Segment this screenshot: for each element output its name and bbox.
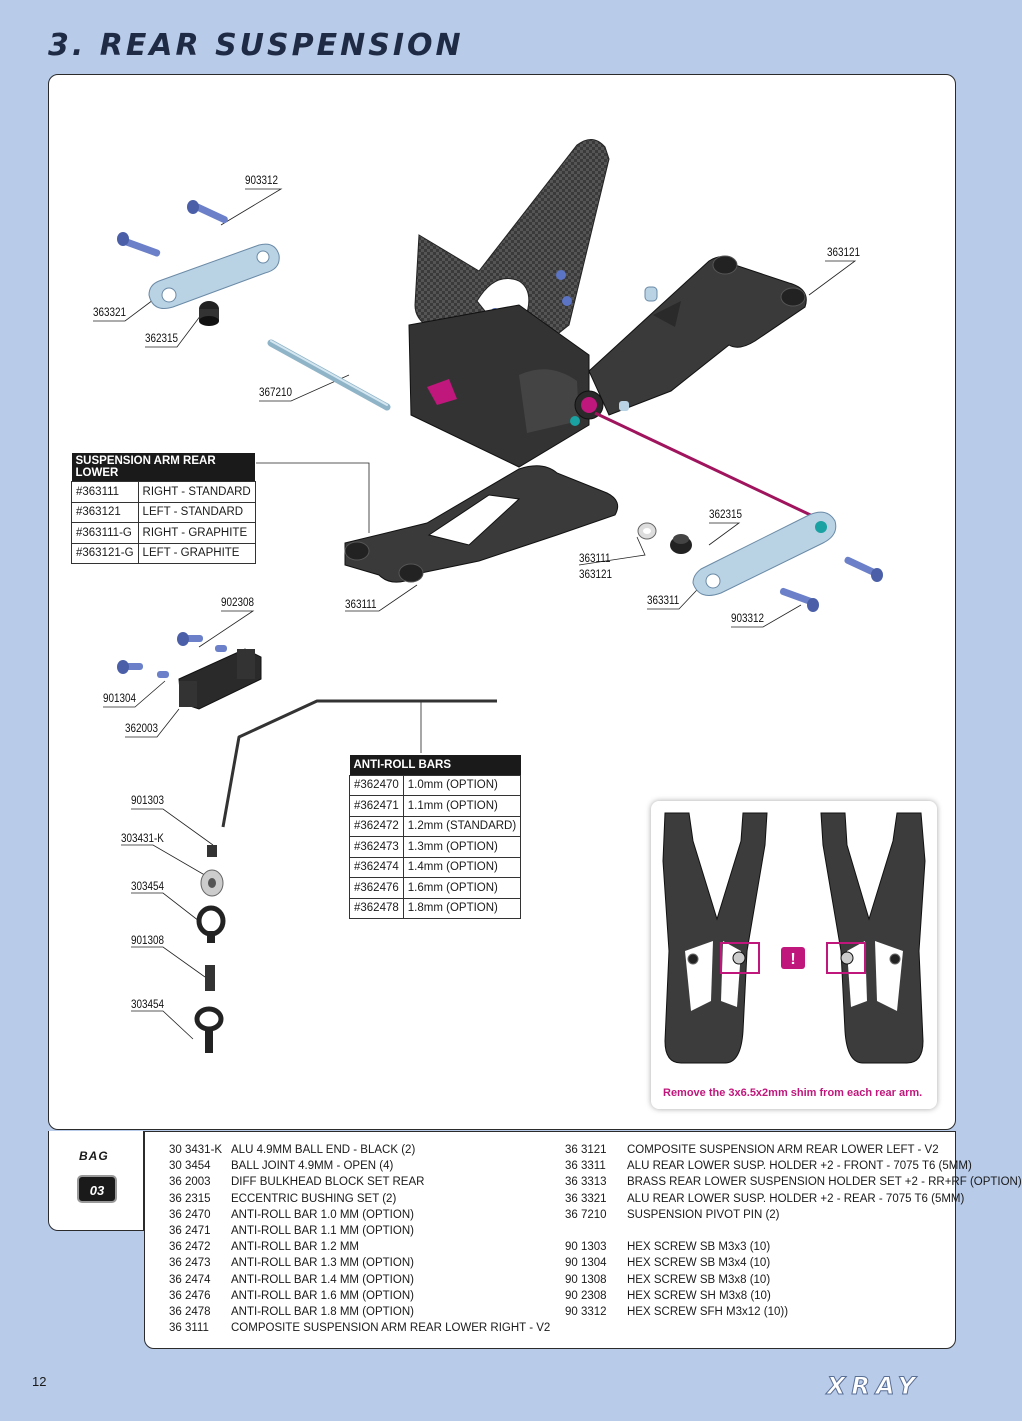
warning-marker: ! — [781, 947, 805, 969]
diff-bulkhead — [408, 304, 604, 468]
callout-363111-363121-a: 363111 — [579, 553, 611, 565]
anti-roll-link-rod — [570, 411, 820, 521]
exploded-view-drawing — [93, 139, 883, 1053]
callout-303431k: 303431-K — [121, 833, 164, 845]
callout-363121: 363121 — [827, 247, 861, 259]
setscrew-901308 — [205, 965, 215, 991]
shim-removal-drawing: ! — [662, 812, 926, 1064]
alu-holder-363321 — [148, 243, 280, 309]
xray-logo: XRAY — [824, 1372, 921, 1401]
callout-363111-363121-b: 363121 — [579, 569, 613, 581]
screw-903312-left — [117, 232, 161, 257]
inset-caption: Remove the 3x6.5x2mm shim from each rear… — [663, 1087, 923, 1099]
anti-roll-bars-table-header: ANTI-ROLL BARS — [349, 755, 521, 775]
callout-303454-b: 303454 — [131, 999, 165, 1011]
bulkhead-block-362003 — [178, 648, 262, 710]
anti-roll-bar — [221, 699, 497, 828]
screw-903312-top — [187, 200, 228, 224]
callout-901308: 901308 — [131, 935, 165, 947]
list-spacer — [565, 1225, 1022, 1241]
bag-panel: BAG 03 — [48, 1131, 144, 1231]
suspension-arm-363121 — [588, 255, 807, 416]
bag-label: BAG — [79, 1149, 109, 1163]
pivot-pin-367210 — [267, 339, 391, 411]
callout-901303: 901303 — [131, 795, 165, 807]
callout-363311: 363311 — [647, 595, 680, 607]
callout-362315-top: 362315 — [145, 333, 179, 345]
callout-902308: 902308 — [221, 597, 255, 609]
callout-362315-right: 362315 — [709, 509, 743, 521]
page-title: 3. REAR SUSPENSION — [48, 28, 464, 63]
callout-303454-a: 303454 — [131, 881, 165, 893]
ball-end-303431k — [200, 869, 224, 897]
arm-left-view — [662, 812, 768, 1064]
callout-903312-right: 903312 — [731, 613, 765, 625]
arm-right-view — [820, 812, 926, 1064]
ball-joint-303454-a — [196, 905, 226, 943]
shim-363111-363121 — [637, 522, 657, 540]
alu-holder-363311 — [692, 511, 837, 596]
leader-lines — [93, 188, 857, 1040]
callout-362003: 362003 — [125, 723, 159, 735]
exploded-diagram-panel: 903312 363121 363321 362315 367210 36231… — [48, 74, 956, 1130]
screws-902308 — [117, 632, 227, 678]
callout-367210: 367210 — [259, 387, 293, 399]
xray-logo-text: XRAY — [825, 1372, 921, 1400]
screw-903312-right-a — [844, 556, 883, 582]
callout-901304: 901304 — [103, 693, 137, 705]
eccentric-bushing-362315-right — [670, 534, 692, 554]
bag-number-badge: 03 — [77, 1175, 117, 1203]
screw-903312-right-b — [779, 587, 819, 612]
callout-363321: 363321 — [93, 307, 127, 319]
callout-903312-top: 903312 — [245, 175, 279, 187]
page-number: 12 — [32, 1374, 47, 1389]
setscrew-901303 — [207, 845, 217, 857]
shim-removal-inset: ! Remove the 3x6.5x2mm shim from each re… — [651, 801, 937, 1109]
suspension-arm-table-header: SUSPENSION ARM REAR LOWER — [71, 453, 256, 482]
callout-363111: 363111 — [345, 599, 377, 611]
eccentric-bushing-362315 — [199, 301, 219, 326]
warning-glyph: ! — [790, 951, 795, 968]
ball-joint-303454-b — [194, 1006, 224, 1053]
suspension-arm-363111 — [344, 465, 619, 583]
